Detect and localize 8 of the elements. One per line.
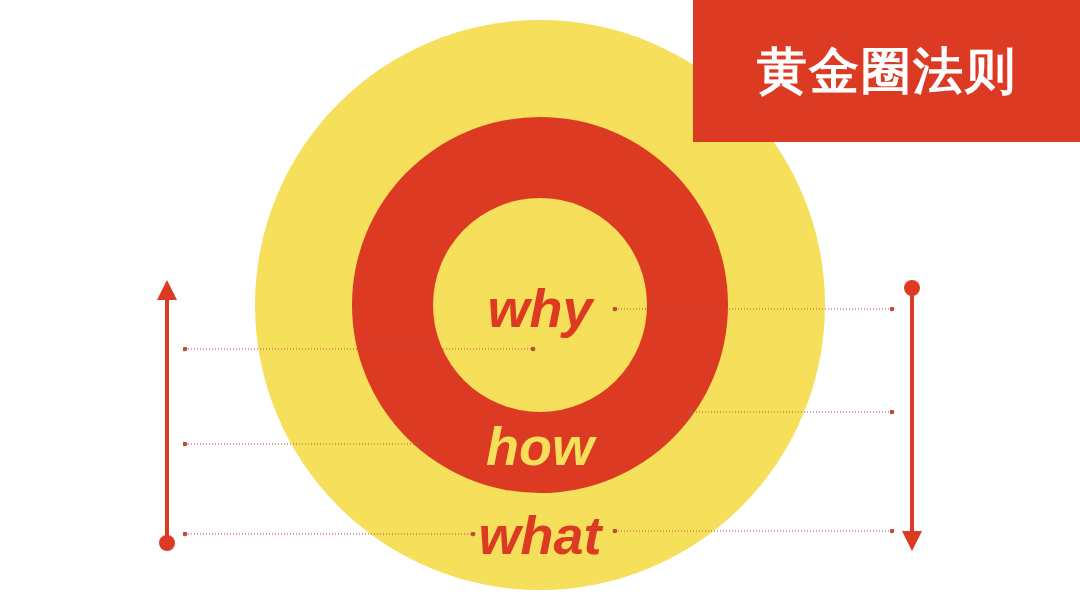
leader-line: [182, 346, 536, 352]
leader-line: [612, 528, 895, 534]
layer-label: what: [478, 508, 602, 562]
leader-line: [688, 409, 895, 415]
title: 黄金圈法则: [756, 40, 1017, 102]
leader-line: [182, 441, 420, 447]
leader-line: [612, 306, 895, 312]
leader-line: [182, 531, 476, 537]
